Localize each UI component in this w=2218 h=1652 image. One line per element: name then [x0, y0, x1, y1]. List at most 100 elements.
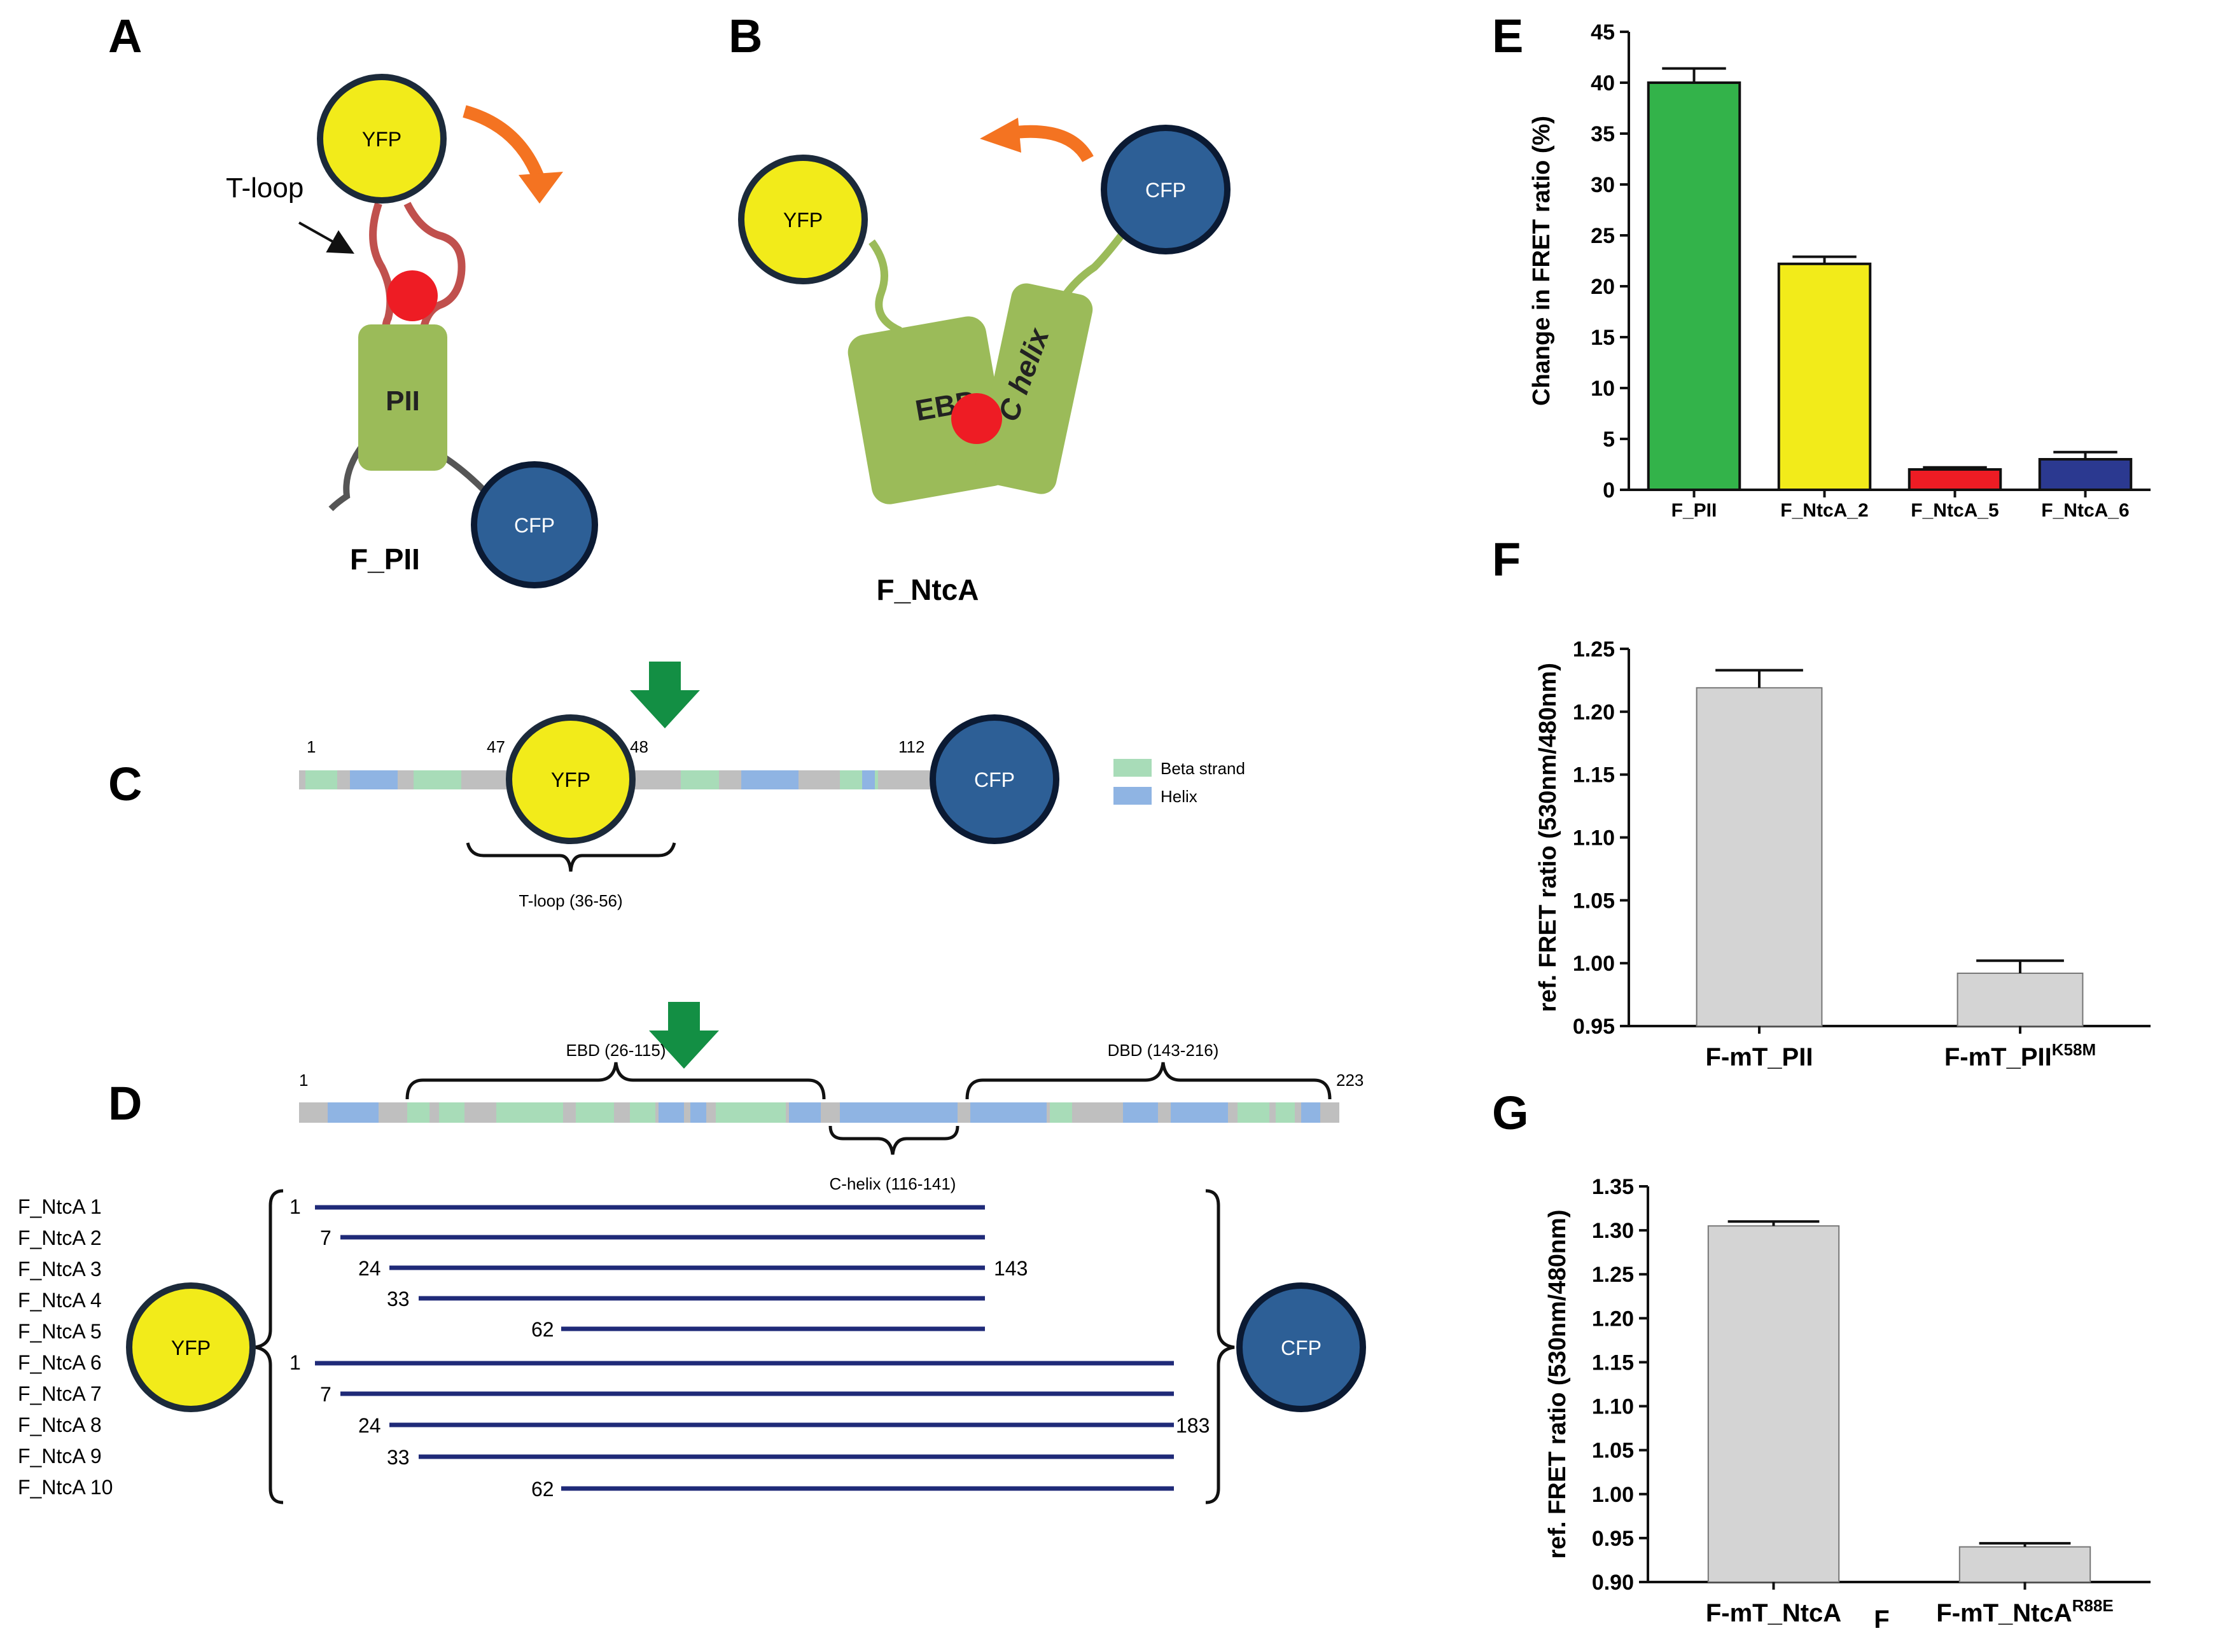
construct-label: F_NtcA 10: [18, 1476, 113, 1499]
construct-label: F_NtcA 8: [18, 1413, 102, 1436]
y-tick-label: 5: [1603, 427, 1615, 452]
yfp-circle: [738, 155, 868, 284]
yfp-circle: [317, 74, 447, 204]
green-arrow-icon: [630, 662, 700, 728]
legend-swatch-helix: [1113, 787, 1152, 805]
construct-list: F_NtcA 1 F_NtcA 2 F_NtcA 3 F_NtcA 4 F_Nt…: [18, 1195, 113, 1499]
y-tick-label: 0.90: [1592, 1571, 1634, 1595]
construct-label: F_NtcA 3: [18, 1258, 102, 1281]
y-tick-label: 40: [1591, 71, 1615, 95]
y-axis-title: Change in FRET ratio (%): [1528, 116, 1555, 406]
y-tick-label: 0.95: [1573, 1015, 1615, 1039]
cfp-label: CFP: [514, 514, 555, 537]
legend-label-beta: Beta strand: [1161, 759, 1245, 778]
panel-b: B EBD C helix YFP CFP F_NtcA: [729, 10, 1231, 606]
y-tick-label: 1.15: [1592, 1350, 1634, 1375]
start-residue: 7: [320, 1226, 331, 1249]
x-tick-label-text: F_NtcA_6: [2041, 500, 2129, 521]
y-tick-label: 1.35: [1592, 1175, 1634, 1199]
yfp-circle: [506, 714, 636, 844]
panel-letter-e: E: [1492, 10, 1523, 62]
panel-letter-a: A: [108, 10, 142, 62]
x-tick-label: F_NtcA_5: [1911, 500, 1998, 521]
bar: [1777, 262, 1872, 491]
cfp-label: CFP: [1281, 1336, 1322, 1359]
x-tick-label: F-mT_NtcA: [1706, 1599, 1841, 1627]
cfp-circle: [1101, 125, 1231, 254]
construct-label: F_NtcA 4: [18, 1289, 102, 1312]
yfp-label: YFP: [362, 128, 401, 151]
x-tick-label-text: F-mT_PII: [1944, 1043, 2052, 1071]
start-residue: 62: [531, 1478, 554, 1501]
x-tick-label: F-mT_PII: [1706, 1043, 1813, 1071]
y-tick-label: 35: [1591, 122, 1615, 146]
start-residue: 7: [320, 1383, 331, 1406]
construct-label: F_NtcA 2: [18, 1226, 102, 1249]
residue-112: 112: [898, 737, 924, 756]
bar: [1908, 468, 2002, 491]
x-tick-label: F-mT_NtcAR88E: [1936, 1596, 2113, 1627]
panel-c: C 1 47 48 112 YFP CFP T-loop (36-56) Bet…: [108, 662, 1245, 910]
construct-label: F_NtcA 9: [18, 1445, 102, 1468]
x-tick-label-text: F_NtcA_5: [1911, 500, 1998, 521]
y-tick-label: 1.20: [1573, 700, 1615, 725]
y-tick-label: 1.10: [1592, 1395, 1634, 1419]
c-helix-brace: [828, 1125, 959, 1155]
ebd-domain: [847, 316, 1010, 504]
y-tick-label: 1.05: [1592, 1439, 1634, 1463]
c-helix-range-label: C-helix (116-141): [830, 1174, 956, 1193]
residue-223: 223: [1336, 1071, 1364, 1090]
ntca-sequence-bar: [299, 1102, 1339, 1123]
cfp-circle: [471, 461, 598, 588]
bar: [1958, 1546, 2091, 1583]
y-tick-label: 1.30: [1592, 1219, 1634, 1243]
cfp-circle: [1236, 1282, 1366, 1412]
pii-label: PII: [386, 385, 420, 417]
y-tick-label: 10: [1591, 377, 1615, 401]
x-tick-label: F-mT_PIIK58M: [1944, 1040, 2096, 1071]
orange-arrowhead-icon: [980, 118, 1021, 153]
end-residue-short: 143: [994, 1257, 1028, 1280]
y-tick-label: 1.20: [1592, 1307, 1634, 1331]
residue-1: 1: [299, 1071, 308, 1090]
start-residue: 1: [289, 1195, 301, 1218]
y-tick-label: 1.05: [1573, 889, 1615, 913]
cfp-label: CFP: [1145, 179, 1186, 202]
green-arrow-icon: [649, 1002, 719, 1069]
ligand-dot: [387, 270, 438, 321]
orange-arrow-icon: [463, 105, 547, 187]
bar: [1696, 687, 1823, 1027]
bar: [1956, 972, 2084, 1027]
legend-label-helix: Helix: [1161, 787, 1197, 806]
construct-label: F_NtcA 5: [18, 1320, 102, 1343]
start-residue: 24: [358, 1257, 381, 1280]
y-tick-label: 1.00: [1573, 952, 1615, 976]
x-tick-label: F_NtcA_6: [2041, 500, 2129, 521]
linker-yfp: [868, 239, 902, 335]
t-loop-range-label: T-loop (36-56): [519, 891, 622, 910]
x-tick-label-superscript: K58M: [2052, 1040, 2096, 1059]
y-tick-label: 1.15: [1573, 763, 1615, 788]
y-tick-label: 15: [1591, 326, 1615, 350]
residue-47: 47: [487, 737, 505, 756]
c-helix-domain: [975, 283, 1093, 494]
x-tick-label: F_NtcA_2: [1780, 500, 1868, 521]
y-tick-label: 1.25: [1573, 637, 1615, 662]
construct-name-fpii: F_PII: [350, 543, 420, 576]
panel-letter-b: B: [729, 10, 762, 62]
y-tick-label: 0.95: [1592, 1527, 1634, 1551]
left-brace: [254, 1189, 284, 1504]
dbd-range-label: DBD (143-216): [1108, 1041, 1219, 1060]
start-residue: 33: [387, 1446, 410, 1469]
construct-label: F_NtcA 6: [18, 1351, 102, 1374]
sse-legend: Beta strand Helix: [1113, 759, 1245, 806]
construct-starts: 1 7 24 33 62 1 7 24 33 62 143 183: [289, 1195, 1210, 1501]
y-axis-title: ref. FRET ratio (530nm/480nm): [1535, 663, 1561, 1012]
t-loop-label: T-loop: [226, 172, 303, 204]
panel-a: A PII YFP T-loop CFP F_PII: [108, 10, 598, 588]
legend-swatch-beta: [1113, 759, 1152, 777]
x-tick-label-text: F-mT_NtcA: [1936, 1599, 2072, 1627]
